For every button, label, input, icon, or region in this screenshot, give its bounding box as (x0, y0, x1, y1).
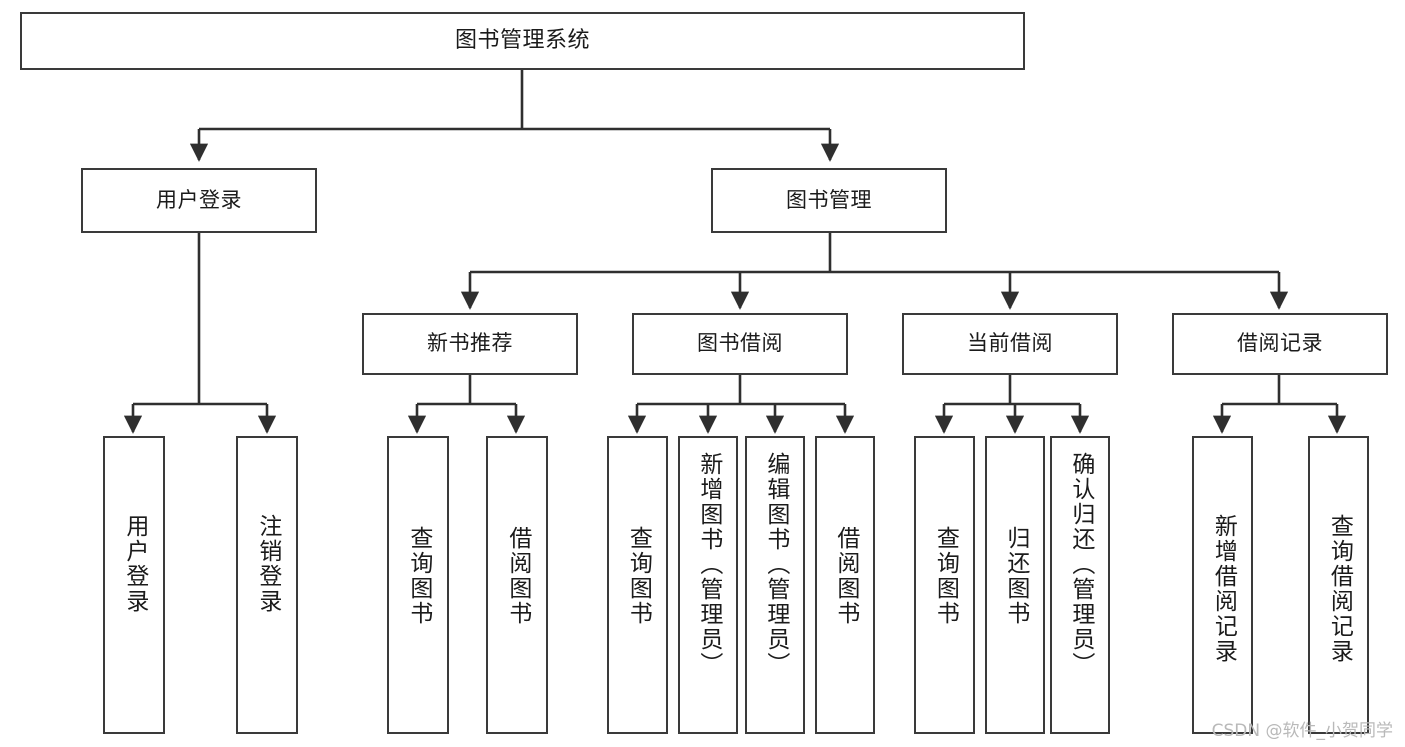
leaf-borrow-edit-book-admin[interactable]: 编辑图书（管理员） (745, 436, 805, 734)
leaf-borrow-add-book-admin[interactable]: 新增图书（管理员） (678, 436, 738, 734)
node-label: 图书借阅 (697, 331, 783, 356)
node-label: 借阅图书 (832, 526, 859, 626)
csdn-watermark: CSDN @软件_小贺同学 (1211, 721, 1393, 741)
node-label: 用户登录 (121, 514, 148, 614)
node-label: 新书推荐 (427, 331, 513, 356)
leaf-user-logout[interactable]: 注销登录 (236, 436, 298, 734)
node-label: 借阅记录 (1237, 331, 1323, 356)
node-label: 图书管理系统 (454, 27, 590, 53)
node-book-borrow[interactable]: 图书借阅 (632, 313, 848, 375)
leaf-record-add-borrow-record[interactable]: 新增借阅记录 (1192, 436, 1253, 734)
node-borrow-record[interactable]: 借阅记录 (1172, 313, 1388, 375)
node-label: 查询图书 (932, 526, 959, 626)
node-user-login[interactable]: 用户登录 (81, 168, 317, 233)
node-label: 查询图书 (405, 526, 432, 626)
node-label: 查询图书 (625, 526, 652, 626)
node-label: 注销登录 (254, 514, 281, 614)
node-label: 确认归还（管理员） (1067, 452, 1094, 677)
node-label: 新增图书（管理员） (695, 452, 722, 677)
leaf-user-login[interactable]: 用户登录 (103, 436, 165, 734)
leaf-recommend-borrow-book[interactable]: 借阅图书 (486, 436, 548, 734)
leaf-record-query-borrow-record[interactable]: 查询借阅记录 (1308, 436, 1369, 734)
leaf-borrow-borrow-book[interactable]: 借阅图书 (815, 436, 875, 734)
node-label: 编辑图书（管理员） (762, 452, 789, 677)
leaf-current-query-book[interactable]: 查询图书 (914, 436, 975, 734)
node-label: 借阅图书 (504, 526, 531, 626)
node-label: 归还图书 (1002, 526, 1029, 626)
leaf-current-return-book[interactable]: 归还图书 (985, 436, 1045, 734)
leaf-current-confirm-return-admin[interactable]: 确认归还（管理员） (1050, 436, 1110, 734)
node-root-system[interactable]: 图书管理系统 (20, 12, 1025, 70)
leaf-recommend-query-book[interactable]: 查询图书 (387, 436, 449, 734)
node-label: 当前借阅 (967, 331, 1053, 356)
leaf-borrow-query-book[interactable]: 查询图书 (607, 436, 668, 734)
node-label: 用户登录 (156, 187, 242, 212)
node-new-book-recommend[interactable]: 新书推荐 (362, 313, 578, 375)
node-label: 查询借阅记录 (1326, 514, 1353, 664)
node-label: 新增借阅记录 (1210, 514, 1237, 664)
node-label: 图书管理 (786, 187, 872, 212)
node-current-borrow[interactable]: 当前借阅 (902, 313, 1118, 375)
node-book-management[interactable]: 图书管理 (711, 168, 947, 233)
